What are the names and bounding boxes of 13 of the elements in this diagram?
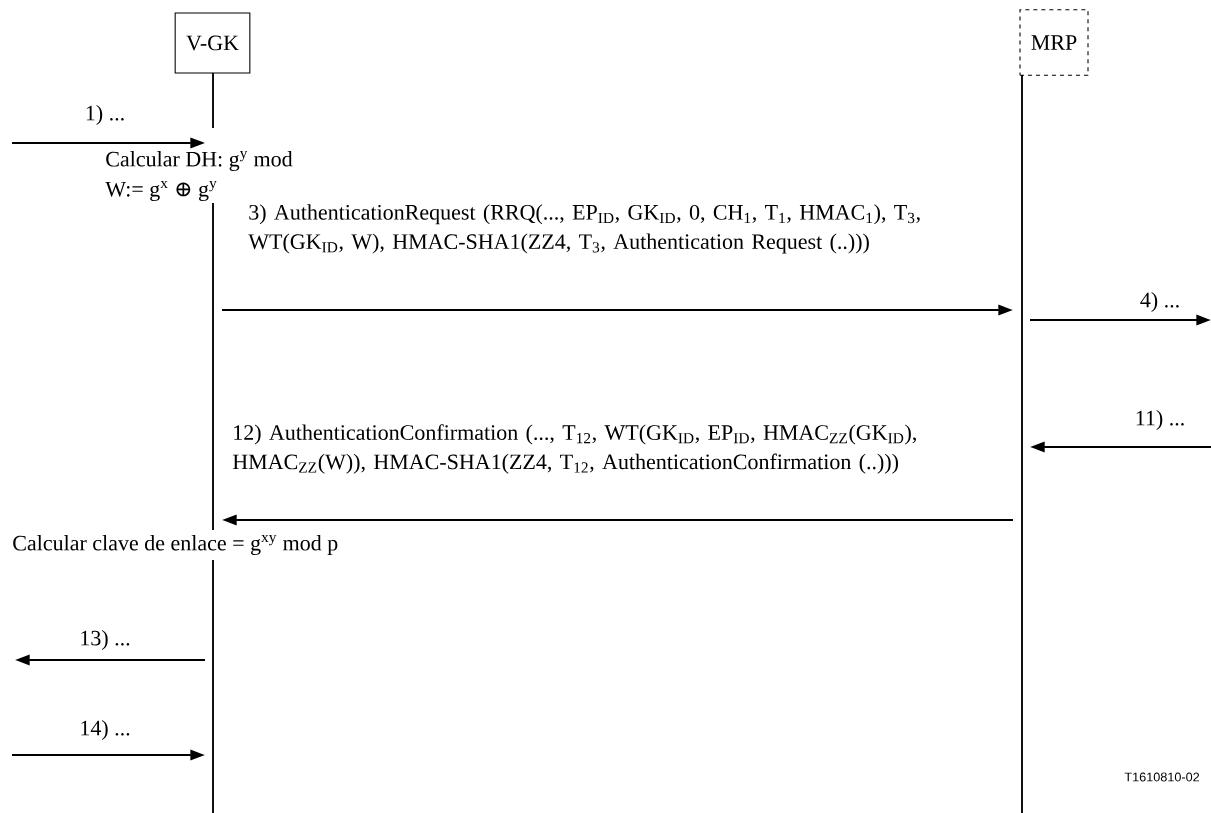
participant-box: V-GK [174, 12, 251, 74]
message-label: 14) ... [81, 720, 130, 740]
message-label: 1) ... [86, 105, 124, 125]
note-text: Calcular clave de enlace = g$^{xy}$ mod p [13, 534, 338, 556]
note-text: Calcular DH: g$^{y}$ mod [106, 150, 293, 172]
message-label: 4) ... [1140, 292, 1179, 312]
message-label: 11) ... [1136, 410, 1184, 430]
participant-box: MRP [1019, 9, 1089, 76]
message-label: 12) AuthenticationConfirmation (..., T$_{12}$, WT(GK$_{ID}$, EP$_{ID}$, HMAC$_{ZZ}$(GK$_{ID}$), HMAC$_{ZZ}$(W)), HMAC-SHA1(ZZ4, T$_{12}$, AuthenticationConfirmation (..))) [232, 424, 916, 474]
message-label: 3) AuthenticationRequest (RRQ(..., EP$_{ID}$, GK$_{ID}$, 0, CH$_{1}$, T$_{1}$, HMAC$_{1}$), T$_{3}$, WT(GK$_{ID}$, W), HMAC-SHA1(ZZ4, T$_{3}$, Authentication Request (..))) [248, 204, 920, 254]
note-text: W:= g$^{x}$ ⊕ g$^{y}$ [105, 180, 217, 202]
message-label: 13) ... [81, 630, 130, 650]
figure-id: T1610810-02 [1124, 772, 1200, 782]
